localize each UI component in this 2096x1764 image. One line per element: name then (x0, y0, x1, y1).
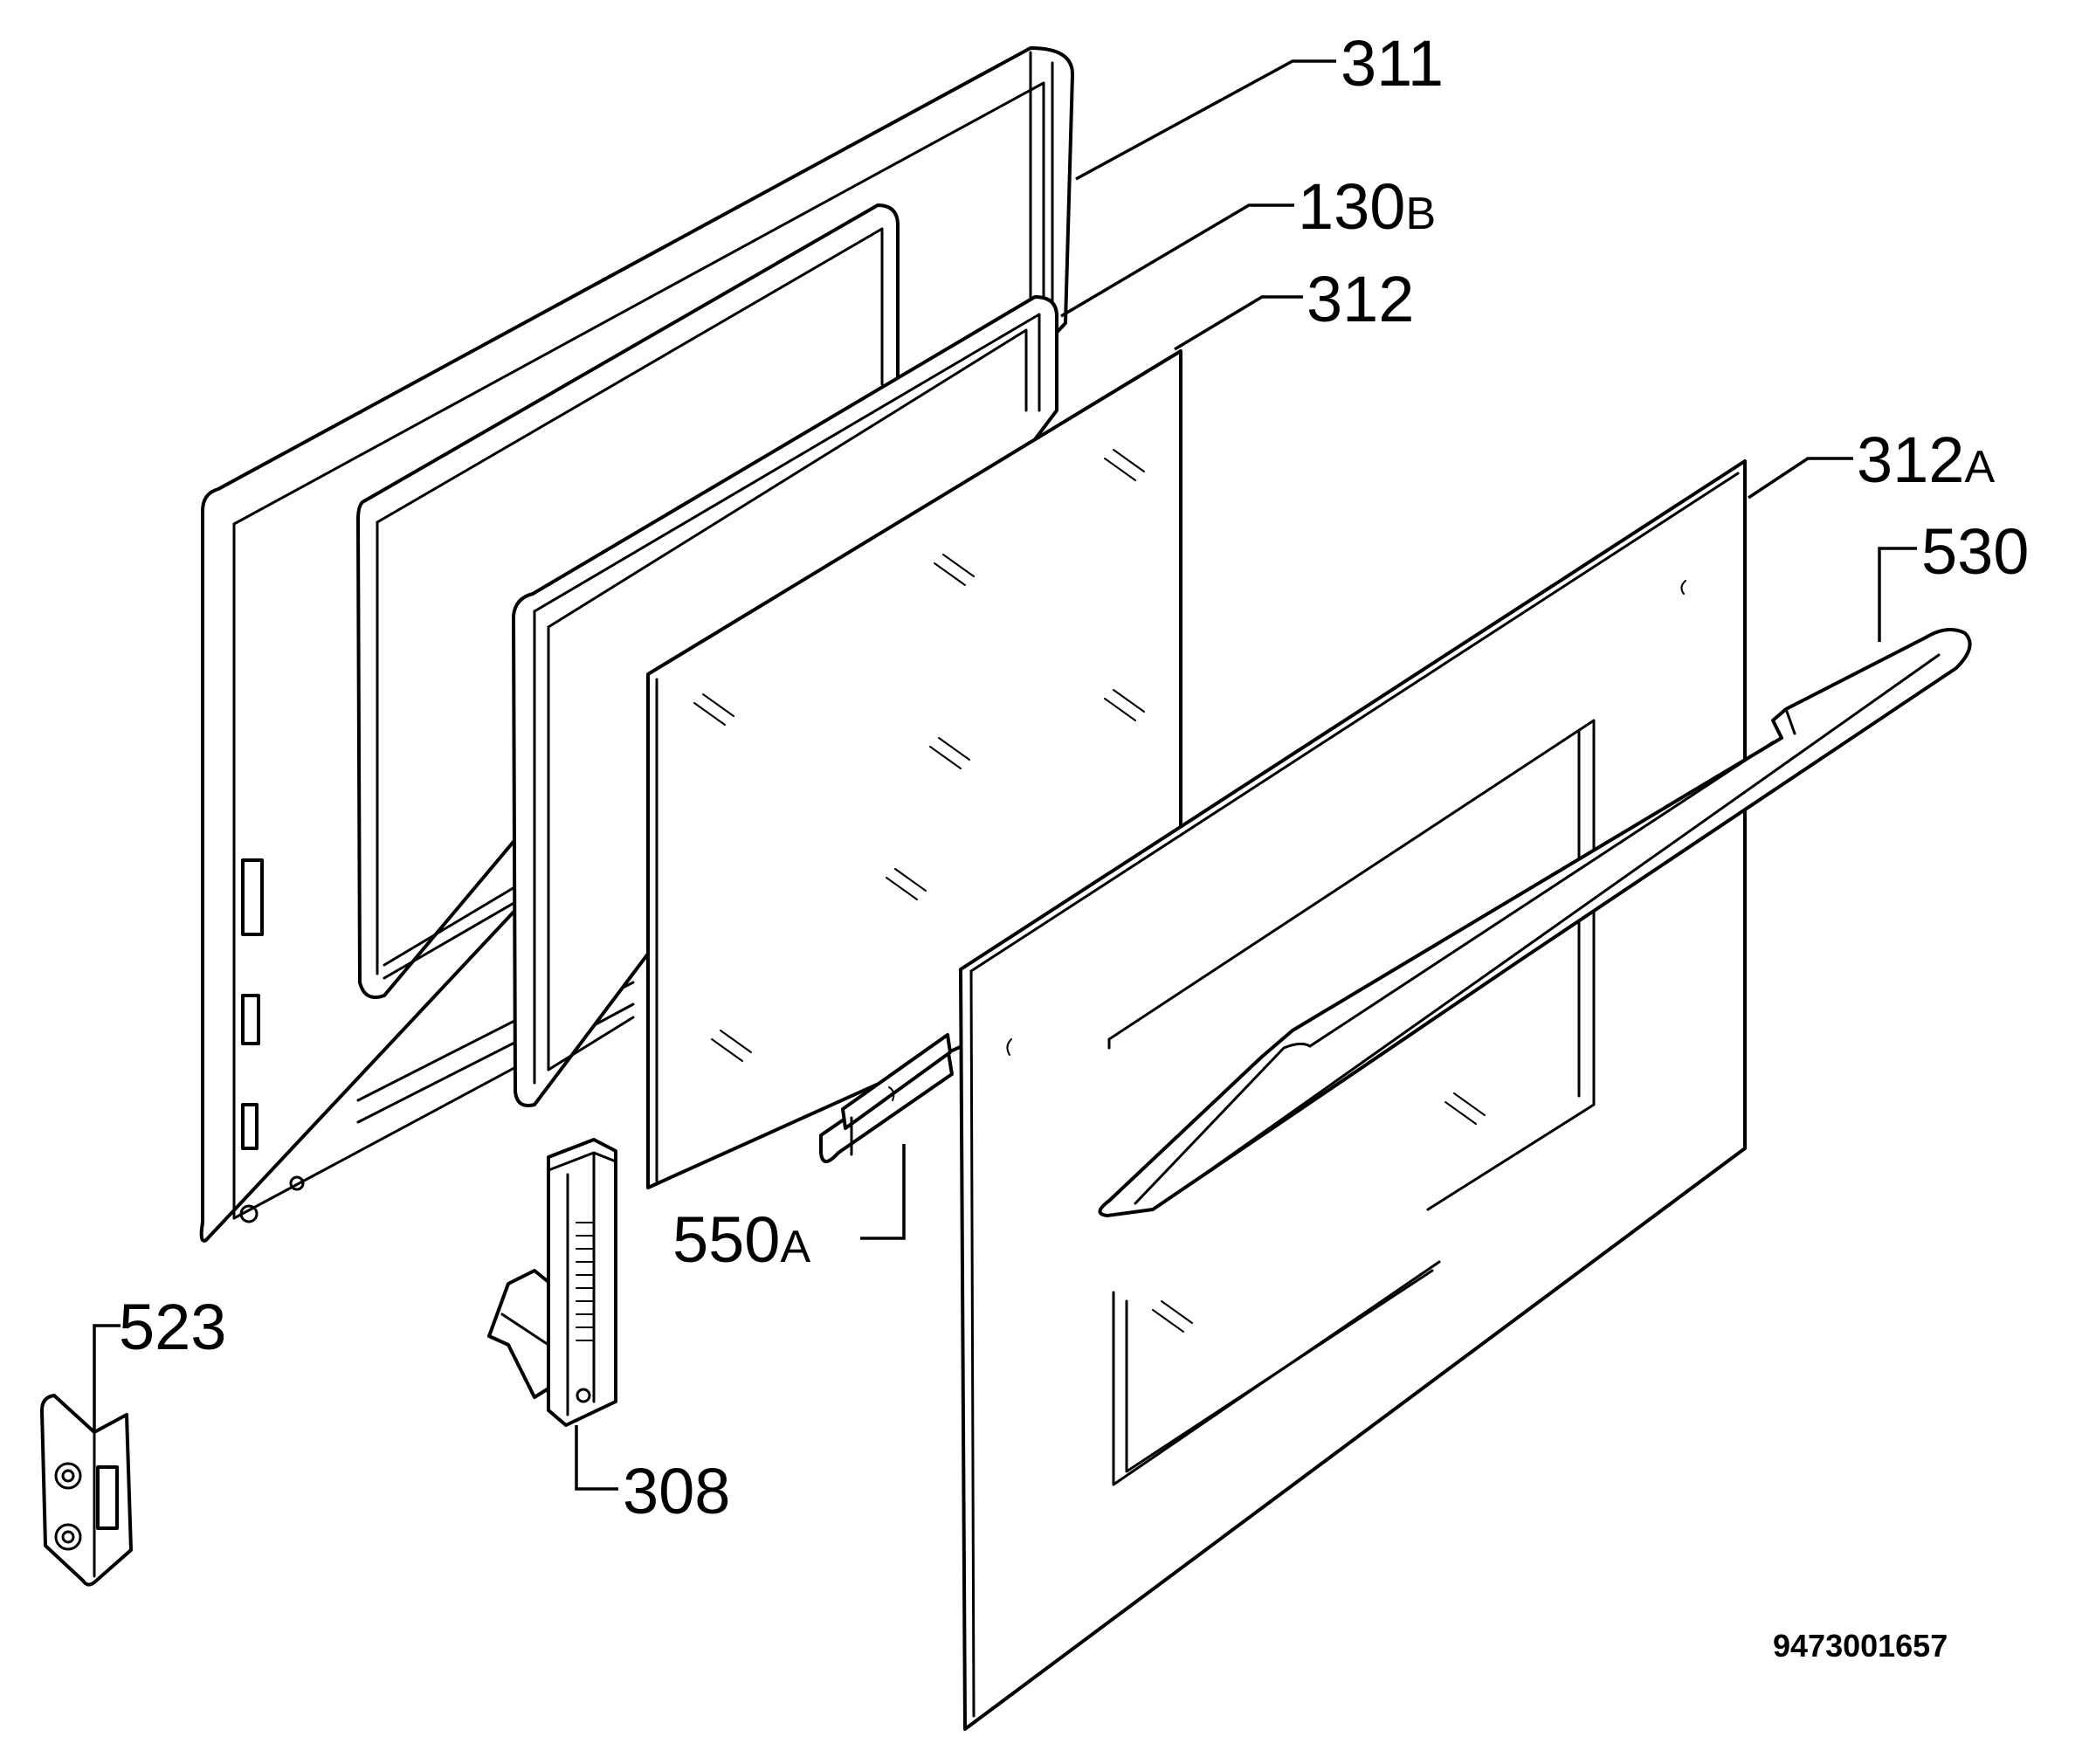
callout-550a: 550A (672, 1203, 810, 1276)
callout-523: 523 (119, 1291, 226, 1363)
part-312a-outer-glass-panel (959, 459, 1747, 1731)
leader-550a (860, 1144, 906, 1240)
leader-312 (1174, 295, 1303, 351)
leader-312a (1748, 457, 1853, 500)
part-550a-bottom-trim (819, 1033, 954, 1163)
leader-530 (1878, 547, 1917, 642)
leader-311 (1075, 59, 1336, 181)
part-308-hinge (487, 1138, 617, 1427)
callout-530: 530 (1921, 515, 2029, 588)
part-530-door-handle (1098, 628, 1972, 1217)
leader-130b (1060, 203, 1294, 318)
callout-308: 308 (623, 1455, 730, 1527)
leader-523 (93, 1324, 121, 1432)
document-number: 9473001657 (1773, 1628, 1948, 1664)
callout-312a: 312A (1857, 424, 1995, 496)
leader-308 (575, 1425, 618, 1491)
callout-311: 311 (1341, 27, 1444, 100)
leader-lines (93, 59, 1917, 1491)
callout-312: 312 (1307, 263, 1414, 335)
part-523-hinge-receiver (40, 1394, 133, 1587)
callout-130b: 130B (1298, 170, 1436, 243)
